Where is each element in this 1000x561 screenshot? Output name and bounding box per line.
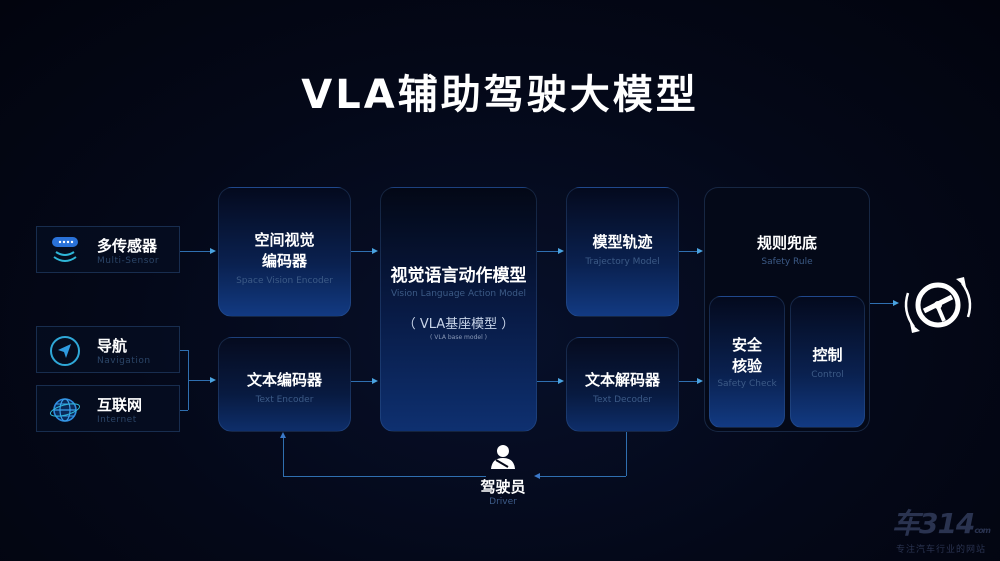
safety-rule-subtitle: Safety Rule	[761, 257, 813, 267]
arrow-head	[558, 378, 564, 384]
watermark-tagline: 专注汽车行业的网站	[895, 545, 986, 555]
trajectory-model-box: 模型轨迹 Trajectory Model	[566, 187, 679, 317]
driver-seatbelt-icon	[491, 445, 515, 469]
watermark-domain: com	[974, 526, 991, 535]
input-sublabel: Multi-Sensor	[97, 256, 160, 266]
arrow-head	[697, 378, 703, 384]
space-vision-encoder-box: 空间视觉 编码器 Space Vision Encoder	[218, 187, 351, 317]
input-internet: 互联网 Internet	[36, 385, 180, 432]
box-subtitle: Text Encoder	[255, 395, 314, 405]
connector-line	[679, 381, 697, 382]
feedback-line	[626, 432, 627, 476]
vla-title: 视觉语言动作模型	[390, 266, 527, 286]
connector-line	[189, 380, 210, 381]
feedback-line	[283, 476, 486, 477]
connector-line	[537, 381, 559, 382]
box-title-line2: 编码器	[261, 252, 307, 270]
input-label: 导航	[97, 337, 128, 355]
vla-subtitle: Vision Language Action Model	[390, 289, 527, 299]
box-title: 文本解码器	[584, 371, 660, 389]
arrow-head	[372, 378, 378, 384]
watermark: 车314com 专注汽车行业的网站	[891, 502, 991, 555]
sensor-icon	[52, 237, 78, 262]
driver-sublabel: Driver	[489, 497, 517, 507]
safety-check-box: 安全 核验 Safety Check	[709, 296, 785, 428]
text-encoder-box: 文本编码器 Text Encoder	[218, 337, 351, 432]
box-title-line1: 空间视觉	[254, 231, 315, 249]
input-sublabel: Navigation	[97, 356, 151, 366]
arrow-head	[210, 248, 216, 254]
page-title: VLA辅助驾驶大模型	[301, 72, 699, 118]
box-title-line2: 核验	[731, 357, 762, 375]
box-subtitle: Trajectory Model	[585, 257, 660, 267]
feedback-line	[283, 438, 284, 476]
box-title: 控制	[812, 346, 843, 364]
box-title-line1: 安全	[731, 336, 762, 354]
navigation-arrow-icon	[50, 336, 80, 366]
vla-base-label: （ VLA基座模型 ）	[402, 317, 515, 332]
input-multi-sensor: 多传感器 Multi-Sensor	[36, 226, 180, 273]
input-navigation: 导航 Navigation	[36, 326, 180, 373]
bracket-line	[188, 350, 189, 410]
bracket-line	[180, 350, 188, 351]
input-label: 互联网	[97, 396, 143, 414]
connector-line	[351, 251, 373, 252]
watermark-logo: 车314	[891, 507, 975, 540]
text-decoder-box: 文本解码器 Text Decoder	[566, 337, 679, 432]
vla-base-sublabel: ( VLA base model )	[430, 334, 487, 341]
arrow-head	[372, 248, 378, 254]
arrow-head	[697, 248, 703, 254]
steering-wheel-icon	[904, 277, 972, 333]
arrow-head	[534, 473, 540, 479]
arrow-head	[558, 248, 564, 254]
box-subtitle: Safety Check	[717, 379, 777, 389]
box-title: 文本编码器	[246, 371, 322, 389]
box-subtitle: Text Decoder	[593, 395, 652, 405]
control-box: 控制 Control	[790, 296, 865, 428]
driver-label: 驾驶员	[480, 478, 526, 496]
arrow-head	[893, 300, 899, 306]
feedback-line	[540, 476, 626, 477]
globe-icon	[49, 398, 81, 422]
safety-rule-title: 规则兜底	[756, 234, 817, 252]
box-title: 模型轨迹	[592, 233, 653, 251]
connector-line	[180, 251, 210, 252]
input-sublabel: Internet	[97, 415, 137, 425]
box-subtitle: Control	[811, 370, 844, 380]
bracket-line	[180, 410, 188, 411]
connector-line	[537, 251, 559, 252]
box-subtitle: Space Vision Encoder	[236, 276, 333, 286]
connector-line	[870, 303, 894, 304]
input-label: 多传感器	[97, 237, 158, 255]
arrow-head	[280, 432, 286, 438]
vla-model-box: 视觉语言动作模型 Vision Language Action Model （ …	[380, 187, 537, 432]
arrow-head	[210, 377, 216, 383]
connector-line	[679, 251, 697, 252]
connector-line	[351, 381, 373, 382]
